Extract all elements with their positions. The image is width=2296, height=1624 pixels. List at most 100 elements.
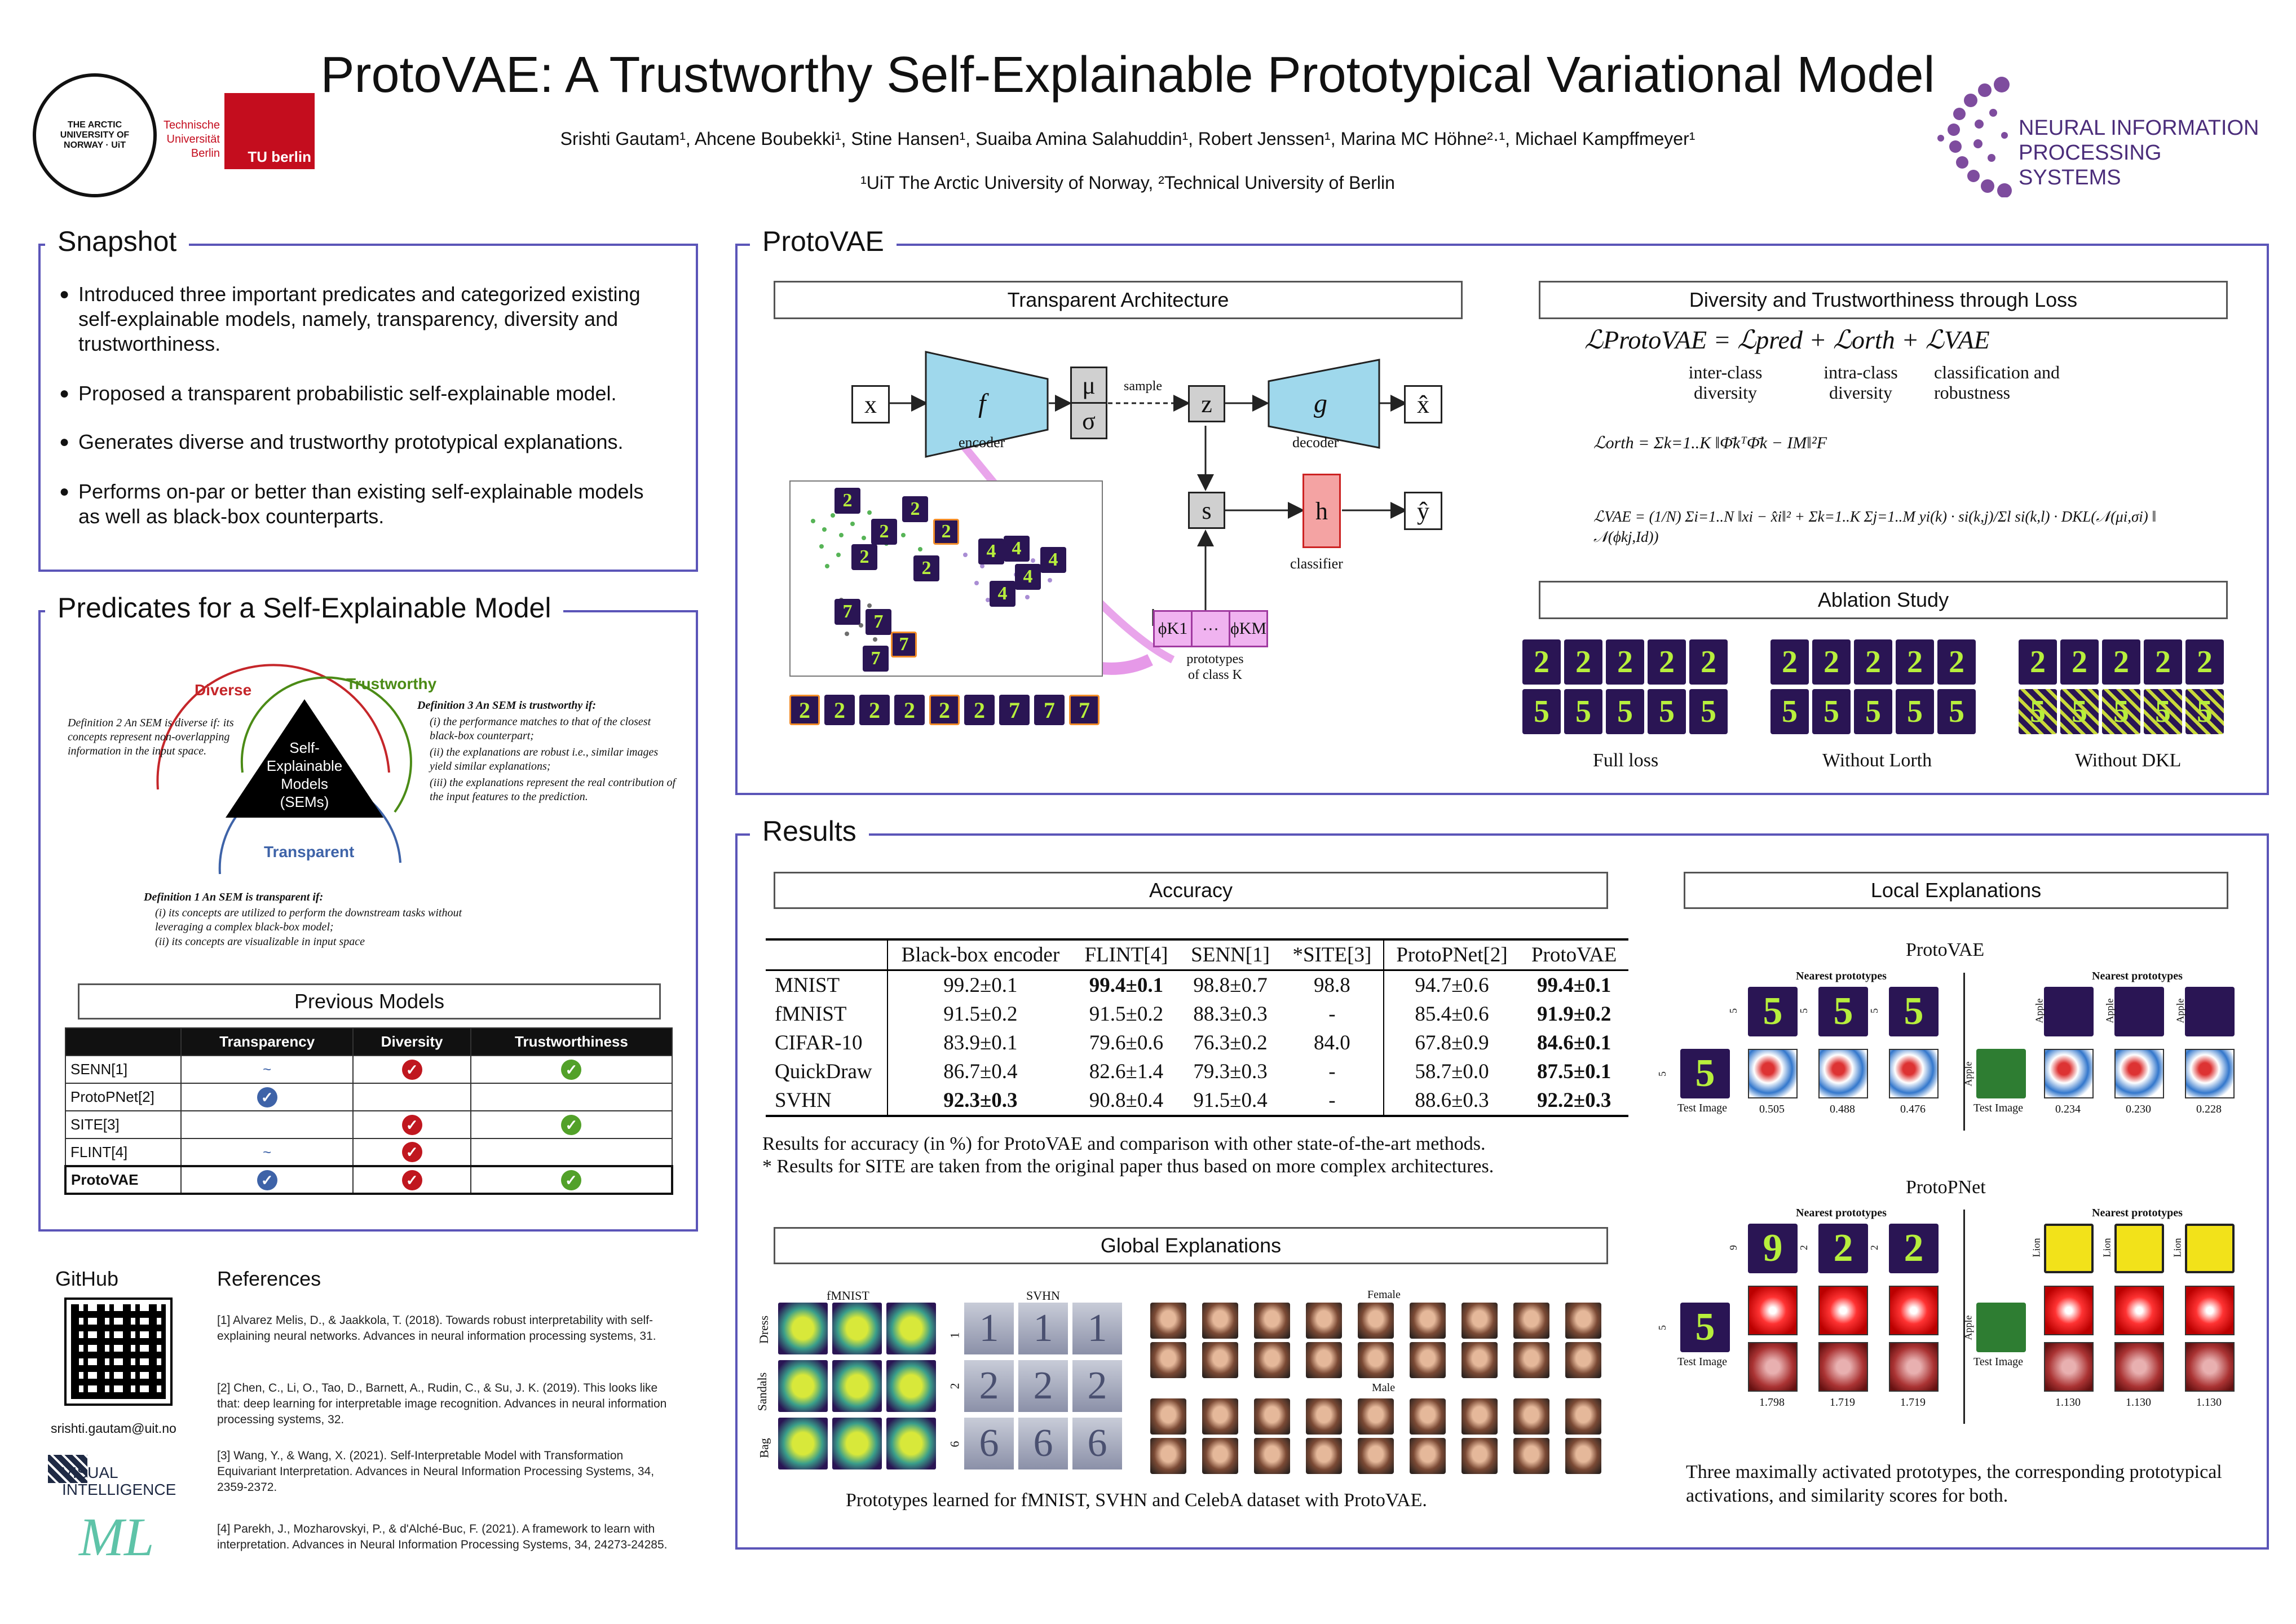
prev-transparency-cell: ~ (180, 1138, 354, 1167)
celeba-prototype-face (1410, 1342, 1446, 1378)
nearest-prototypes-label: Nearest prototypes (2092, 970, 2183, 982)
prototype-class-label: Lion (2171, 1238, 2183, 1257)
global-dress-label: Dress (757, 1315, 771, 1344)
celeba-prototype-face (1254, 1303, 1290, 1339)
prev-diversity-cell (352, 1083, 471, 1111)
nearest-prototypes-label: Nearest prototypes (1796, 970, 1887, 982)
prototype-class-label: 9 (1728, 1245, 1739, 1250)
contact-email[interactable]: srishti.gautam@uit.no (51, 1421, 176, 1436)
visual-intelligence-mark-icon (48, 1455, 87, 1483)
snapshot-title: Snapshot (45, 224, 189, 258)
acc-cell: 91.5±0.4 (1179, 1086, 1282, 1117)
global-female-label: Female (1367, 1288, 1401, 1301)
ablation-thumb: 5 (1896, 689, 1934, 734)
strip-thumb: 2 (929, 695, 960, 725)
tu-logo-text: Technische Universität Berlin (163, 119, 220, 160)
scatter-prototype-thumb: 2 (871, 519, 897, 545)
ablation-label-dkl: Without DKL (2075, 750, 2182, 771)
svhn-prototype-image: 1 (964, 1303, 1014, 1354)
fmnist-prototype-image (886, 1418, 936, 1469)
reference-1: [1] Alvarez Melis, D., & Jaakkola, T. (2… (217, 1314, 656, 1343)
global-sandals-label: Sandals (755, 1372, 770, 1411)
check-green-icon: ✓ (561, 1059, 582, 1080)
latent-z-node: z (1188, 385, 1225, 422)
scatter-prototype-thumb: 7 (866, 609, 891, 635)
acc-cell: 58.7±0.0 (1383, 1057, 1520, 1086)
acc-cell: 98.8 (1314, 974, 1350, 997)
test-image-label: Test Image (1973, 1356, 2024, 1368)
activation-map (1748, 1286, 1798, 1335)
decoder-trapezoid (1268, 359, 1380, 449)
acc-cell: SVHN (766, 1086, 888, 1117)
scatter-prototype-thumb: 4 (1040, 547, 1066, 573)
ablation-thumb: 2 (2019, 639, 2057, 685)
svhn-prototype-image: 1 (1072, 1303, 1122, 1354)
github-qr-code[interactable] (64, 1298, 173, 1406)
ablation-thumb: 2 (1522, 639, 1561, 685)
venn-diverse-label: Diverse (195, 681, 252, 699)
celeba-prototype-face (1462, 1303, 1498, 1339)
acc-cell-bold: 99.4±0.1 (1089, 974, 1164, 997)
input-x-node: x (851, 385, 890, 423)
prototype-phi1-cell: ϕK1 (1153, 610, 1193, 647)
definition-1-i: (i) its concepts are utilized to perform… (155, 907, 462, 933)
scatter-prototype-thumb: 4 (978, 539, 1004, 564)
acc-cell: 91.5±0.2 (886, 1000, 1073, 1029)
celeba-prototype-face (1358, 1438, 1394, 1474)
snapshot-bullet-4: Performs on-par or better than existing … (59, 479, 657, 529)
activation-map (2114, 1049, 2164, 1098)
strip-thumb: 2 (964, 695, 995, 725)
ablation-thumb: 5 (1648, 689, 1686, 734)
scatter-prototype-thumb: 7 (863, 646, 889, 672)
table-row: fMNIST 91.5±0.2 91.5±0.2 88.3±0.3 - 85.4… (766, 1000, 1628, 1029)
acc-cell: - (1328, 1003, 1336, 1026)
references-title: References (217, 1267, 321, 1290)
celeba-prototype-face (1306, 1342, 1342, 1378)
ablation-label-full: Full loss (1593, 750, 1659, 771)
acc-cell: 87.5±0.1 (1520, 1057, 1628, 1086)
nearest-prototype-image: 5 (1889, 987, 1939, 1036)
nearest-prototypes-label: Nearest prototypes (1796, 1207, 1887, 1219)
affiliations: ¹UiT The Arctic University of Norway, ²T… (860, 173, 1395, 193)
encoder-label: encoder (959, 434, 1005, 451)
table-row: SENN[1] ~ ✓ ✓ (65, 1055, 673, 1084)
ablation-thumb: 5 (2144, 689, 2182, 734)
activation-overlay (1818, 1342, 1868, 1392)
acc-cell: 82.6±1.4 (1089, 1060, 1164, 1083)
acc-header-protopnet: ProtoPNet[2] (1383, 938, 1520, 971)
uit-logo: THE ARCTIC UNIVERSITY OF NORWAY · UiT (33, 73, 157, 197)
venn-center-label: Self-Explainable Models (SEMs) (266, 739, 343, 810)
acc-cell: 88.3±0.3 (1193, 1003, 1268, 1026)
ablation-thumb: 5 (1606, 689, 1644, 734)
activation-overlay (1889, 1342, 1939, 1392)
definition-3-ii: (ii) the explanations are robust i.e., s… (430, 746, 659, 773)
strip-thumb: 2 (824, 695, 855, 725)
activation-overlay (2114, 1342, 2164, 1392)
ablation-thumb: 5 (1812, 689, 1851, 734)
encoder-f-label: f (978, 389, 986, 418)
svhn-prototype-image: 1 (1018, 1303, 1068, 1354)
celeba-prototype-face (1202, 1342, 1238, 1378)
test-image-label: Test Image (1973, 1102, 2024, 1114)
svhn-prototype-image: 6 (1018, 1418, 1068, 1469)
test-image-class-label: 5 (1657, 1071, 1668, 1076)
scatter-prototype-thumb: 2 (933, 519, 959, 545)
celeba-prototype-face (1358, 1398, 1394, 1435)
activation-overlay (1748, 1342, 1798, 1392)
accuracy-caption-2: * Results for SITE are taken from the or… (762, 1156, 1494, 1177)
acc-cell: 79.6±0.6 (1089, 1031, 1164, 1054)
check-red-icon: ✓ (401, 1170, 422, 1190)
similarity-score: 0.488 (1830, 1103, 1855, 1115)
previous-models-title: Previous Models (78, 983, 661, 1020)
nearest-prototype-image: 9 (1748, 1224, 1798, 1273)
acc-cell: 67.8±0.9 (1383, 1029, 1520, 1057)
table-row: MNIST 99.2±0.1 99.4±0.1 98.8±0.7 98.8 94… (766, 970, 1628, 1000)
prev-trust-cell: ✓ (470, 1055, 673, 1084)
snapshot-bullet-1: Introduced three important predicates an… (59, 282, 657, 356)
acc-cell-bold: 91.9±0.2 (1537, 1003, 1611, 1026)
nearest-prototype-image: 5 (1748, 987, 1798, 1036)
acc-cell: CIFAR-10 (775, 1031, 863, 1054)
acc-cell: 92.3±0.3 (886, 1086, 1073, 1117)
acc-header-dataset (766, 938, 888, 971)
prev-model-name: FLINT[4] (65, 1138, 182, 1167)
